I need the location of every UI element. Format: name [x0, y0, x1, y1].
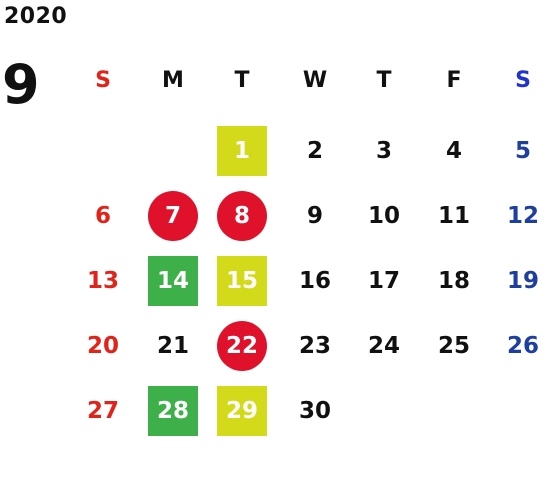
calendar-day: 18	[437, 268, 470, 294]
calendar-day: 24	[367, 333, 400, 359]
calendar-day: 9	[306, 203, 323, 229]
calendar-day: 17	[367, 268, 400, 294]
month-number: 9	[2, 53, 40, 116]
weekday-header: T	[234, 68, 250, 93]
calendar-day: 21	[156, 333, 189, 359]
holiday-circle-marker: 8	[217, 191, 267, 241]
calendar-day: 4	[445, 138, 462, 164]
calendar-day: 2	[306, 138, 323, 164]
calendar-day: 11	[437, 203, 470, 229]
calendar-day: 20	[86, 333, 119, 359]
calendar-day: 15	[214, 255, 270, 307]
calendar-day: 7	[145, 190, 201, 242]
highlight-square-marker: 1	[217, 126, 267, 176]
calendar-day: 23	[298, 333, 331, 359]
calendar-day: 25	[437, 333, 470, 359]
highlight-square-marker: 15	[217, 256, 267, 306]
calendar-day: 14	[145, 255, 201, 307]
calendar-day: 26	[506, 333, 539, 359]
holiday-circle-marker: 7	[148, 191, 198, 241]
weekday-header: S	[515, 68, 531, 93]
holiday-circle-marker: 22	[217, 321, 267, 371]
calendar-day: 22	[214, 320, 270, 372]
calendar-day: 16	[298, 268, 331, 294]
calendar-day: 5	[514, 138, 531, 164]
calendar-day: 3	[375, 138, 392, 164]
calendar-day: 13	[86, 268, 119, 294]
calendar-day: 27	[86, 398, 119, 424]
calendar-day: 1	[214, 125, 270, 177]
calendar-day: 10	[367, 203, 400, 229]
weekday-header: S	[95, 68, 111, 93]
calendar-day: 8	[214, 190, 270, 242]
highlight-square-marker: 28	[148, 386, 198, 436]
calendar-day: 28	[145, 385, 201, 437]
highlight-square-marker: 29	[217, 386, 267, 436]
weekday-header: M	[162, 68, 184, 93]
calendar-day: 12	[506, 203, 539, 229]
calendar-day: 30	[298, 398, 331, 424]
year-label: 2020	[4, 4, 68, 29]
weekday-header: W	[302, 68, 328, 93]
calendar-day: 19	[506, 268, 539, 294]
calendar-day: 29	[214, 385, 270, 437]
highlight-square-marker: 14	[148, 256, 198, 306]
weekday-header: F	[446, 68, 462, 93]
calendar-day: 6	[94, 203, 111, 229]
weekday-header: T	[376, 68, 392, 93]
